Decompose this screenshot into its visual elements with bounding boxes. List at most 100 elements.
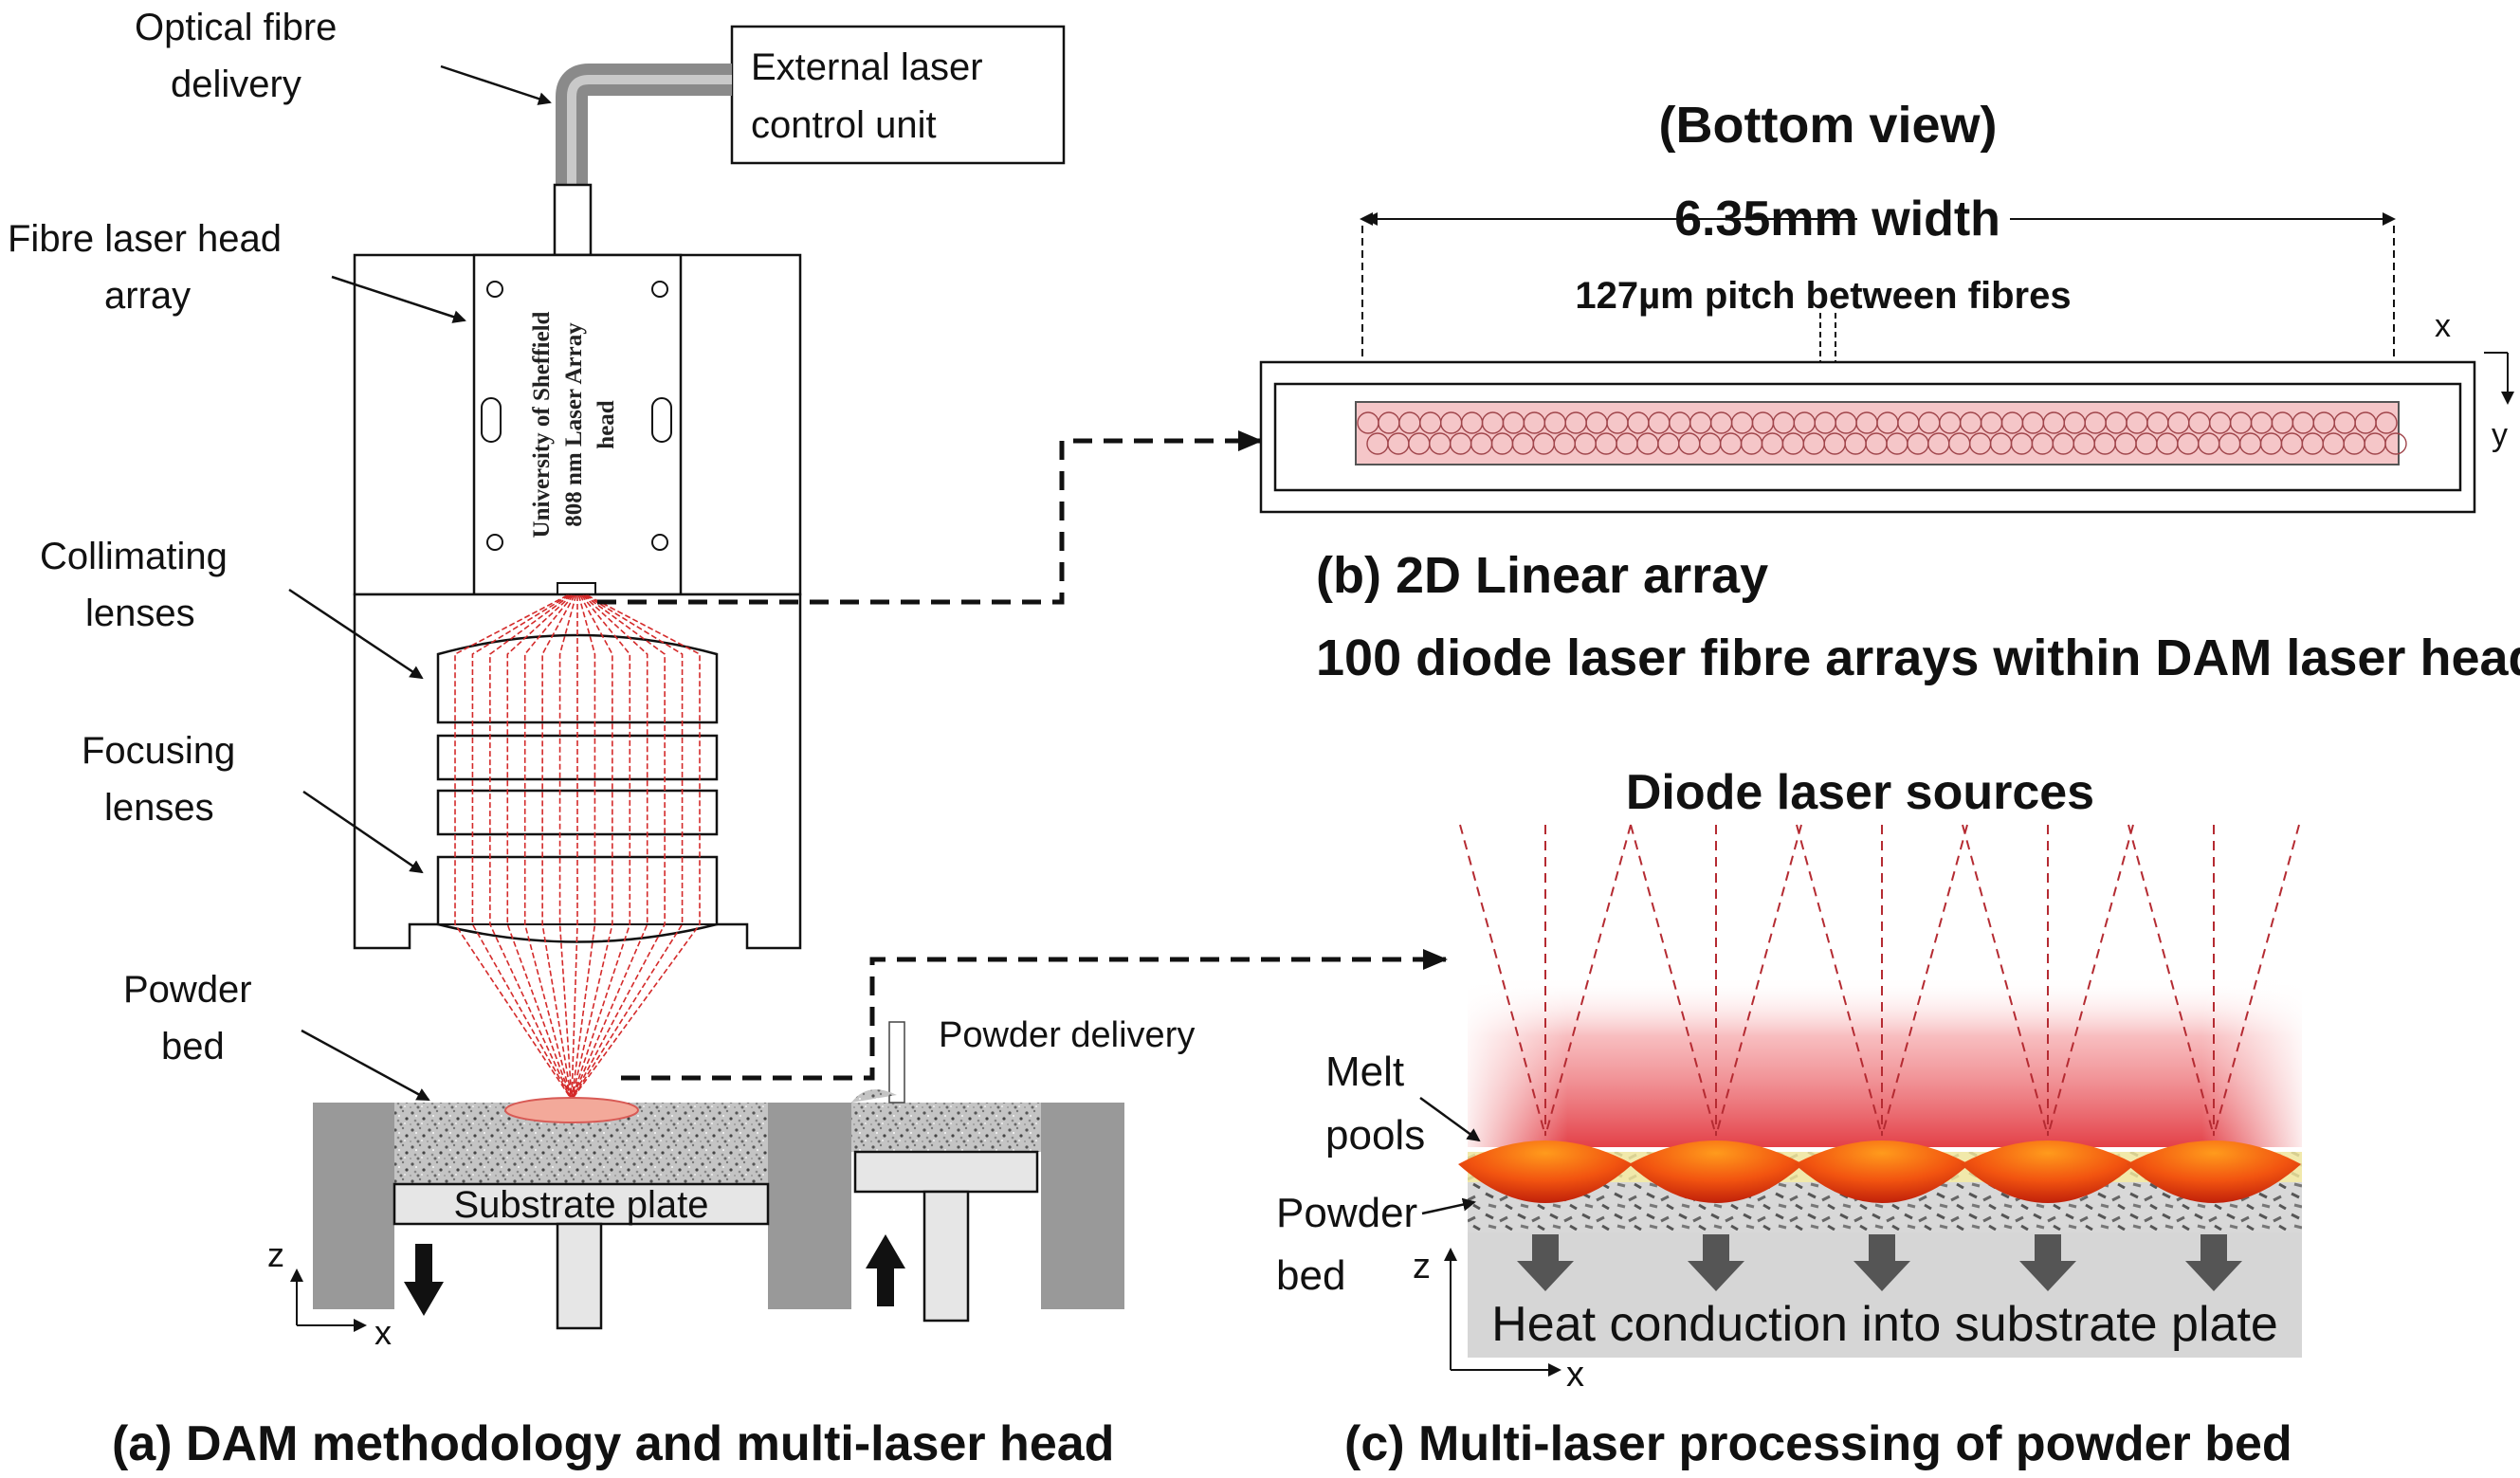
melt-pool: [1795, 1140, 1969, 1203]
width-label: 6.35mm width: [1674, 192, 2000, 246]
axis-x-b: x: [2435, 308, 2451, 344]
laser-rays: [454, 594, 701, 1101]
fibre-head-label-2: array: [104, 275, 191, 317]
beam: [1715, 824, 1802, 1137]
collimating-label-1: Collimating: [40, 536, 228, 577]
powder-bed-c-pointer: [1421, 1197, 1476, 1215]
caption-b-2: 100 diode laser fibre arrays within DAM …: [1316, 630, 2520, 686]
axis-x-c: x: [1566, 1355, 1584, 1395]
optical-fibre-label-2: delivery: [171, 64, 301, 105]
melt-pools-label-2: pools: [1325, 1112, 1425, 1159]
laser-ray: [571, 594, 596, 1101]
optical-fibre-label-1: Optical fibre: [135, 7, 337, 48]
powder-delivery-nozzle: [888, 1021, 905, 1104]
laser-ray: [489, 594, 573, 1101]
melt-pool: [1961, 1140, 2135, 1203]
right-plate: [853, 1150, 1039, 1194]
beam: [1796, 824, 1883, 1137]
pitch-label: 127µm pitch between fibres: [1575, 275, 2071, 317]
focusing-label-1: Focusing: [82, 730, 235, 772]
left-piston: [556, 1222, 603, 1330]
laser-ray: [571, 594, 684, 1101]
optical-fibre-cable: [556, 64, 732, 185]
right-piston: [922, 1190, 970, 1323]
beam: [2047, 824, 2134, 1137]
melt-pool: [1458, 1140, 1633, 1203]
panel-c: Diode laser sources Heat conduction into…: [1276, 765, 2302, 1471]
heat-label: Heat conduction into substrate plate: [1491, 1297, 2278, 1352]
caption-b-1: (b) 2D Linear array: [1316, 547, 1768, 604]
heat-arrow: [1517, 1234, 1574, 1291]
laser-ray: [571, 594, 613, 1101]
powder-delivery-label: Powder delivery: [939, 1015, 1195, 1055]
melt-pool: [2127, 1140, 2301, 1203]
heat-arrow: [2019, 1234, 2076, 1291]
beam: [1459, 824, 1546, 1137]
beam: [2213, 824, 2300, 1137]
heat-arrow: [1853, 1234, 1910, 1291]
melt-pools-pointer: [1419, 1096, 1481, 1142]
fibre: [2375, 411, 2398, 434]
beam: [1881, 824, 1968, 1137]
sources-title: Diode laser sources: [1626, 765, 2094, 820]
substrate-plate-label: Substrate plate: [453, 1184, 708, 1226]
panel-b: (Bottom view) 6.35mm width 127µm pitch b…: [1259, 97, 2520, 686]
fibre-head-label-1: Fibre laser head: [8, 218, 282, 260]
focusing-pointer: [302, 790, 424, 874]
melt-pools-label-1: Melt: [1325, 1049, 1404, 1095]
laser-head-plate: [472, 253, 683, 596]
right-wall: [1041, 1103, 1124, 1309]
laser-ray: [571, 594, 631, 1101]
heat-arrow: [1688, 1234, 1744, 1291]
optical-fibre-pointer: [440, 64, 552, 105]
laser-ray: [571, 594, 666, 1101]
laser-ray: [523, 594, 575, 1101]
axis-z-a: z: [267, 1235, 284, 1274]
beam: [2127, 824, 2215, 1137]
substrate-plate: [393, 1182, 770, 1226]
left-wall: [313, 1103, 394, 1309]
caption-c: (c) Multi-laser processing of powder bed: [1344, 1416, 2292, 1471]
caption-a: (a) DAM methodology and multi-laser head: [112, 1416, 1114, 1471]
external-laser-label-2: control unit: [751, 104, 937, 146]
laser-head-plate-text-3: head: [593, 400, 619, 449]
fibre: [2384, 432, 2407, 455]
beam: [1962, 824, 2049, 1137]
axis-x-a: x: [374, 1313, 392, 1352]
down-arrow: [404, 1244, 444, 1316]
axis-z-c: z: [1413, 1247, 1431, 1286]
middle-wall: [768, 1103, 851, 1309]
panel-a: External laser control unit Optical fibr…: [8, 7, 1195, 1471]
laser-ray: [506, 594, 573, 1101]
up-arrow: [866, 1234, 905, 1306]
melt-pools: [1458, 1140, 2301, 1203]
beam: [1630, 824, 1717, 1137]
laser-ray: [571, 595, 578, 1101]
laser-ray: [571, 594, 648, 1101]
powder-bed-label-2: bed: [161, 1026, 225, 1067]
bottom-view-title: (Bottom view): [1659, 97, 1998, 154]
fibre-head-pointer: [331, 275, 466, 323]
connector-to-c: [621, 949, 1448, 1081]
melt-pool: [1629, 1140, 1803, 1203]
laser-head-plate-text-1: University of Sheffield: [529, 311, 555, 538]
beam: [1544, 824, 1632, 1137]
laser-head-plate-text-2: 808 nm Laser Array: [561, 322, 587, 527]
collimating-label-2: lenses: [85, 593, 195, 634]
external-laser-label-1: External laser: [751, 46, 983, 88]
diode-beams: [1459, 824, 2300, 1137]
fibre-circles: [1357, 411, 2407, 455]
right-powder-bed: [851, 1103, 1041, 1152]
laser-ray: [471, 594, 573, 1101]
collimating-pointer: [288, 588, 424, 680]
fibre-connector: [553, 183, 593, 257]
heat-arrow: [2185, 1234, 2242, 1291]
heat-arrows: [1517, 1234, 2242, 1291]
melt-spot: [504, 1097, 639, 1123]
powder-bed-label-1: Powder: [123, 969, 252, 1011]
external-laser-box: [730, 25, 1066, 165]
laser-ray: [558, 594, 577, 1101]
focusing-label-2: lenses: [104, 787, 214, 829]
laser-ray: [454, 594, 573, 1101]
